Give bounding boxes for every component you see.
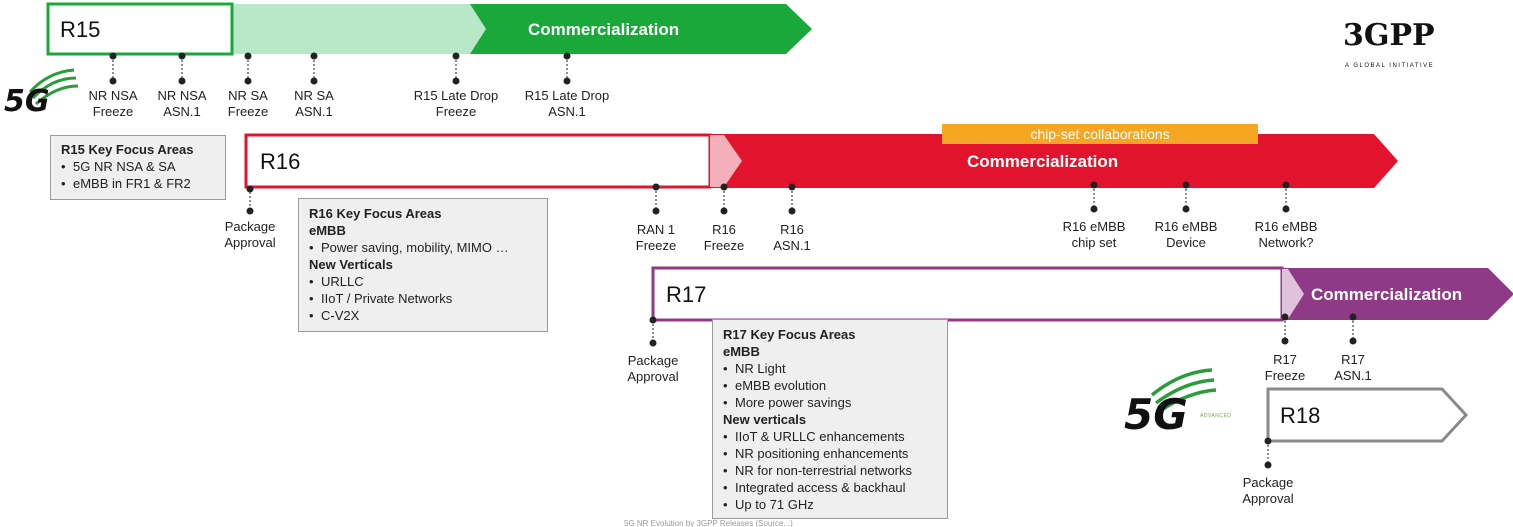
5g-advanced-tag: ADVANCED [1200,413,1232,419]
5g-wave-icon [28,68,79,106]
milestone-dot [720,183,728,191]
r16-label: R16 [260,149,301,174]
milestone-dot [109,52,117,60]
r15-focus-title: R15 Key Focus Areas [61,142,194,157]
r15-development-bar [46,2,234,56]
list-item: IIoT / Private Networks [309,290,537,307]
list-item: Up to 71 GHz [723,496,937,513]
r17-focus-box: R17 Key Focus Areas eMBB NR Light eMBB e… [712,319,948,519]
3gpp-logo: 3GPP [1343,18,1435,53]
list-item: NR for non-terrestrial networks [723,462,937,479]
milestone-dot [1282,181,1290,189]
list-item: NR positioning enhancements [723,445,937,462]
list-item: C-V2X [309,307,537,324]
milestone-dot [1182,181,1190,189]
r15-label: R15 [60,17,101,42]
3gpp-tagline: A GLOBAL INITIATIVE [1345,63,1435,69]
r15-commercialization-label: Commercialization [528,20,680,39]
r17-focus-title: R17 Key Focus Areas [723,327,856,342]
list-item: NR Light [723,360,937,377]
footer-caption: 5G NR Evolution by 3GPP Releases (Source… [624,519,793,527]
r15-commercialization-arrow [458,4,812,54]
r16-focus-box: R16 Key Focus Areas eMBB Power saving, m… [298,198,548,332]
chipset-collaborations-bar: chip-set collaborations [942,124,1258,144]
r17-focus-subheading: eMBB [723,344,760,359]
list-item: eMBB evolution [723,377,937,394]
milestone-dot [246,185,254,193]
r15-transition-band [232,4,470,54]
r17-fade-tip [1282,269,1304,319]
list-item: 5G NR NSA & SA [61,158,215,175]
milestone-dot [310,52,318,60]
r16-fade-tip [710,135,742,187]
r15-fade-tip [450,4,486,54]
milestone-dot [452,52,460,60]
milestone-dot [563,52,571,60]
5g-advanced-logo: 5G [1124,390,1188,439]
r16-focus-subheading: New Verticals [309,257,393,272]
r17-commercialization-arrow [1282,268,1513,320]
list-item: Integrated access & backhaul [723,479,937,496]
milestone-dot [244,52,252,60]
r16-development-bar [244,133,712,189]
r17-label: R17 [666,282,707,307]
milestone-dot [652,183,660,191]
r16-commercialization-label: Commercialization [967,152,1119,171]
r16-commercialization-arrow [710,134,1398,188]
r17-development-bar [651,266,1284,322]
list-item: URLLC [309,273,537,290]
r16-focus-title: R16 Key Focus Areas [309,206,442,221]
r17-commercialization-label: Commercialization [1311,285,1463,304]
milestone-dot [788,183,796,191]
r17-focus-subheading: New verticals [723,412,807,427]
milestone-dot [1090,181,1098,189]
list-item: More power savings [723,394,937,411]
milestone-dot [1264,437,1272,445]
r18-development-arrow [1266,387,1469,443]
r15-focus-box: R15 Key Focus Areas 5G NR NSA & SA eMBB … [50,135,226,200]
milestone-dot [1281,313,1289,321]
5g-advanced-wave-icon [1150,368,1217,413]
milestone-dot [1349,313,1357,321]
5g-logo: 5G [4,84,50,119]
r18-label: R18 [1280,403,1321,428]
list-item: IIoT & URLLC enhancements [723,428,937,445]
r16-focus-subheading: eMBB [309,223,346,238]
milestone-dot [178,52,186,60]
list-item: Power saving, mobility, MIMO … [309,239,537,256]
list-item: eMBB in FR1 & FR2 [61,175,215,192]
milestone-dot [649,316,657,324]
milestone-markers [109,52,1357,469]
